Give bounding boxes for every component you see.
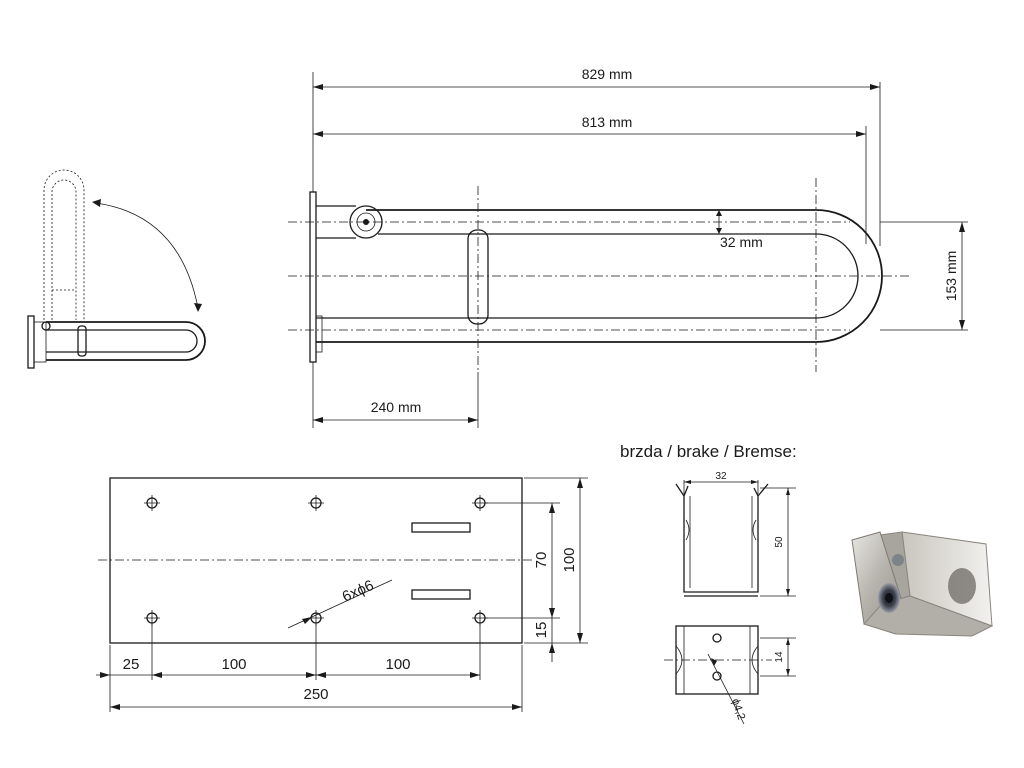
folding-side-view	[27, 169, 206, 369]
dim-hole-edge-offset: 15	[533, 622, 550, 639]
mounting-holes	[144, 495, 488, 626]
brake-title: brzda / brake / Bremse:	[620, 442, 797, 461]
main-grab-bar-view	[288, 178, 912, 372]
dim-brake-width: 32	[715, 471, 727, 482]
plate-slot	[411, 589, 471, 600]
dim-tube-diameter: 32 mm	[720, 234, 763, 250]
dim-plate-height: 100	[561, 547, 578, 572]
dim-hole-spacing-2: 100	[385, 656, 410, 673]
plate-dimensions: 25 100 100 250 70 15 100	[96, 477, 588, 712]
dim-overall-length: 829 mm	[582, 66, 633, 82]
main-dimensions: 829 mm 813 mm 32 mm 153 mm 240 mm	[312, 66, 968, 428]
holes-note: 6xϕ6	[340, 577, 377, 606]
dim-hole-spacing-1: 100	[221, 656, 246, 673]
brake-photo	[851, 531, 994, 637]
dim-brake-hole-spacing: 14	[774, 651, 785, 663]
dim-brake-hole-diameter: ϕ4,2	[729, 697, 747, 721]
dim-brake-height: 50	[774, 536, 785, 548]
dim-hole-vertical-spacing: 70	[533, 552, 550, 569]
dim-plate-width: 250	[303, 686, 328, 703]
wall-plate-view: 6xϕ6	[98, 477, 532, 644]
dim-overall-height: 153 mm	[943, 251, 959, 302]
brake-top-view: 14 ϕ4,2	[664, 625, 796, 725]
dim-edge-offset: 25	[123, 656, 140, 673]
dim-bar-length: 813 mm	[582, 114, 633, 130]
dim-support-offset: 240 mm	[371, 399, 422, 415]
brake-front-view: 32 50	[675, 471, 796, 597]
plate-slot	[411, 522, 471, 533]
